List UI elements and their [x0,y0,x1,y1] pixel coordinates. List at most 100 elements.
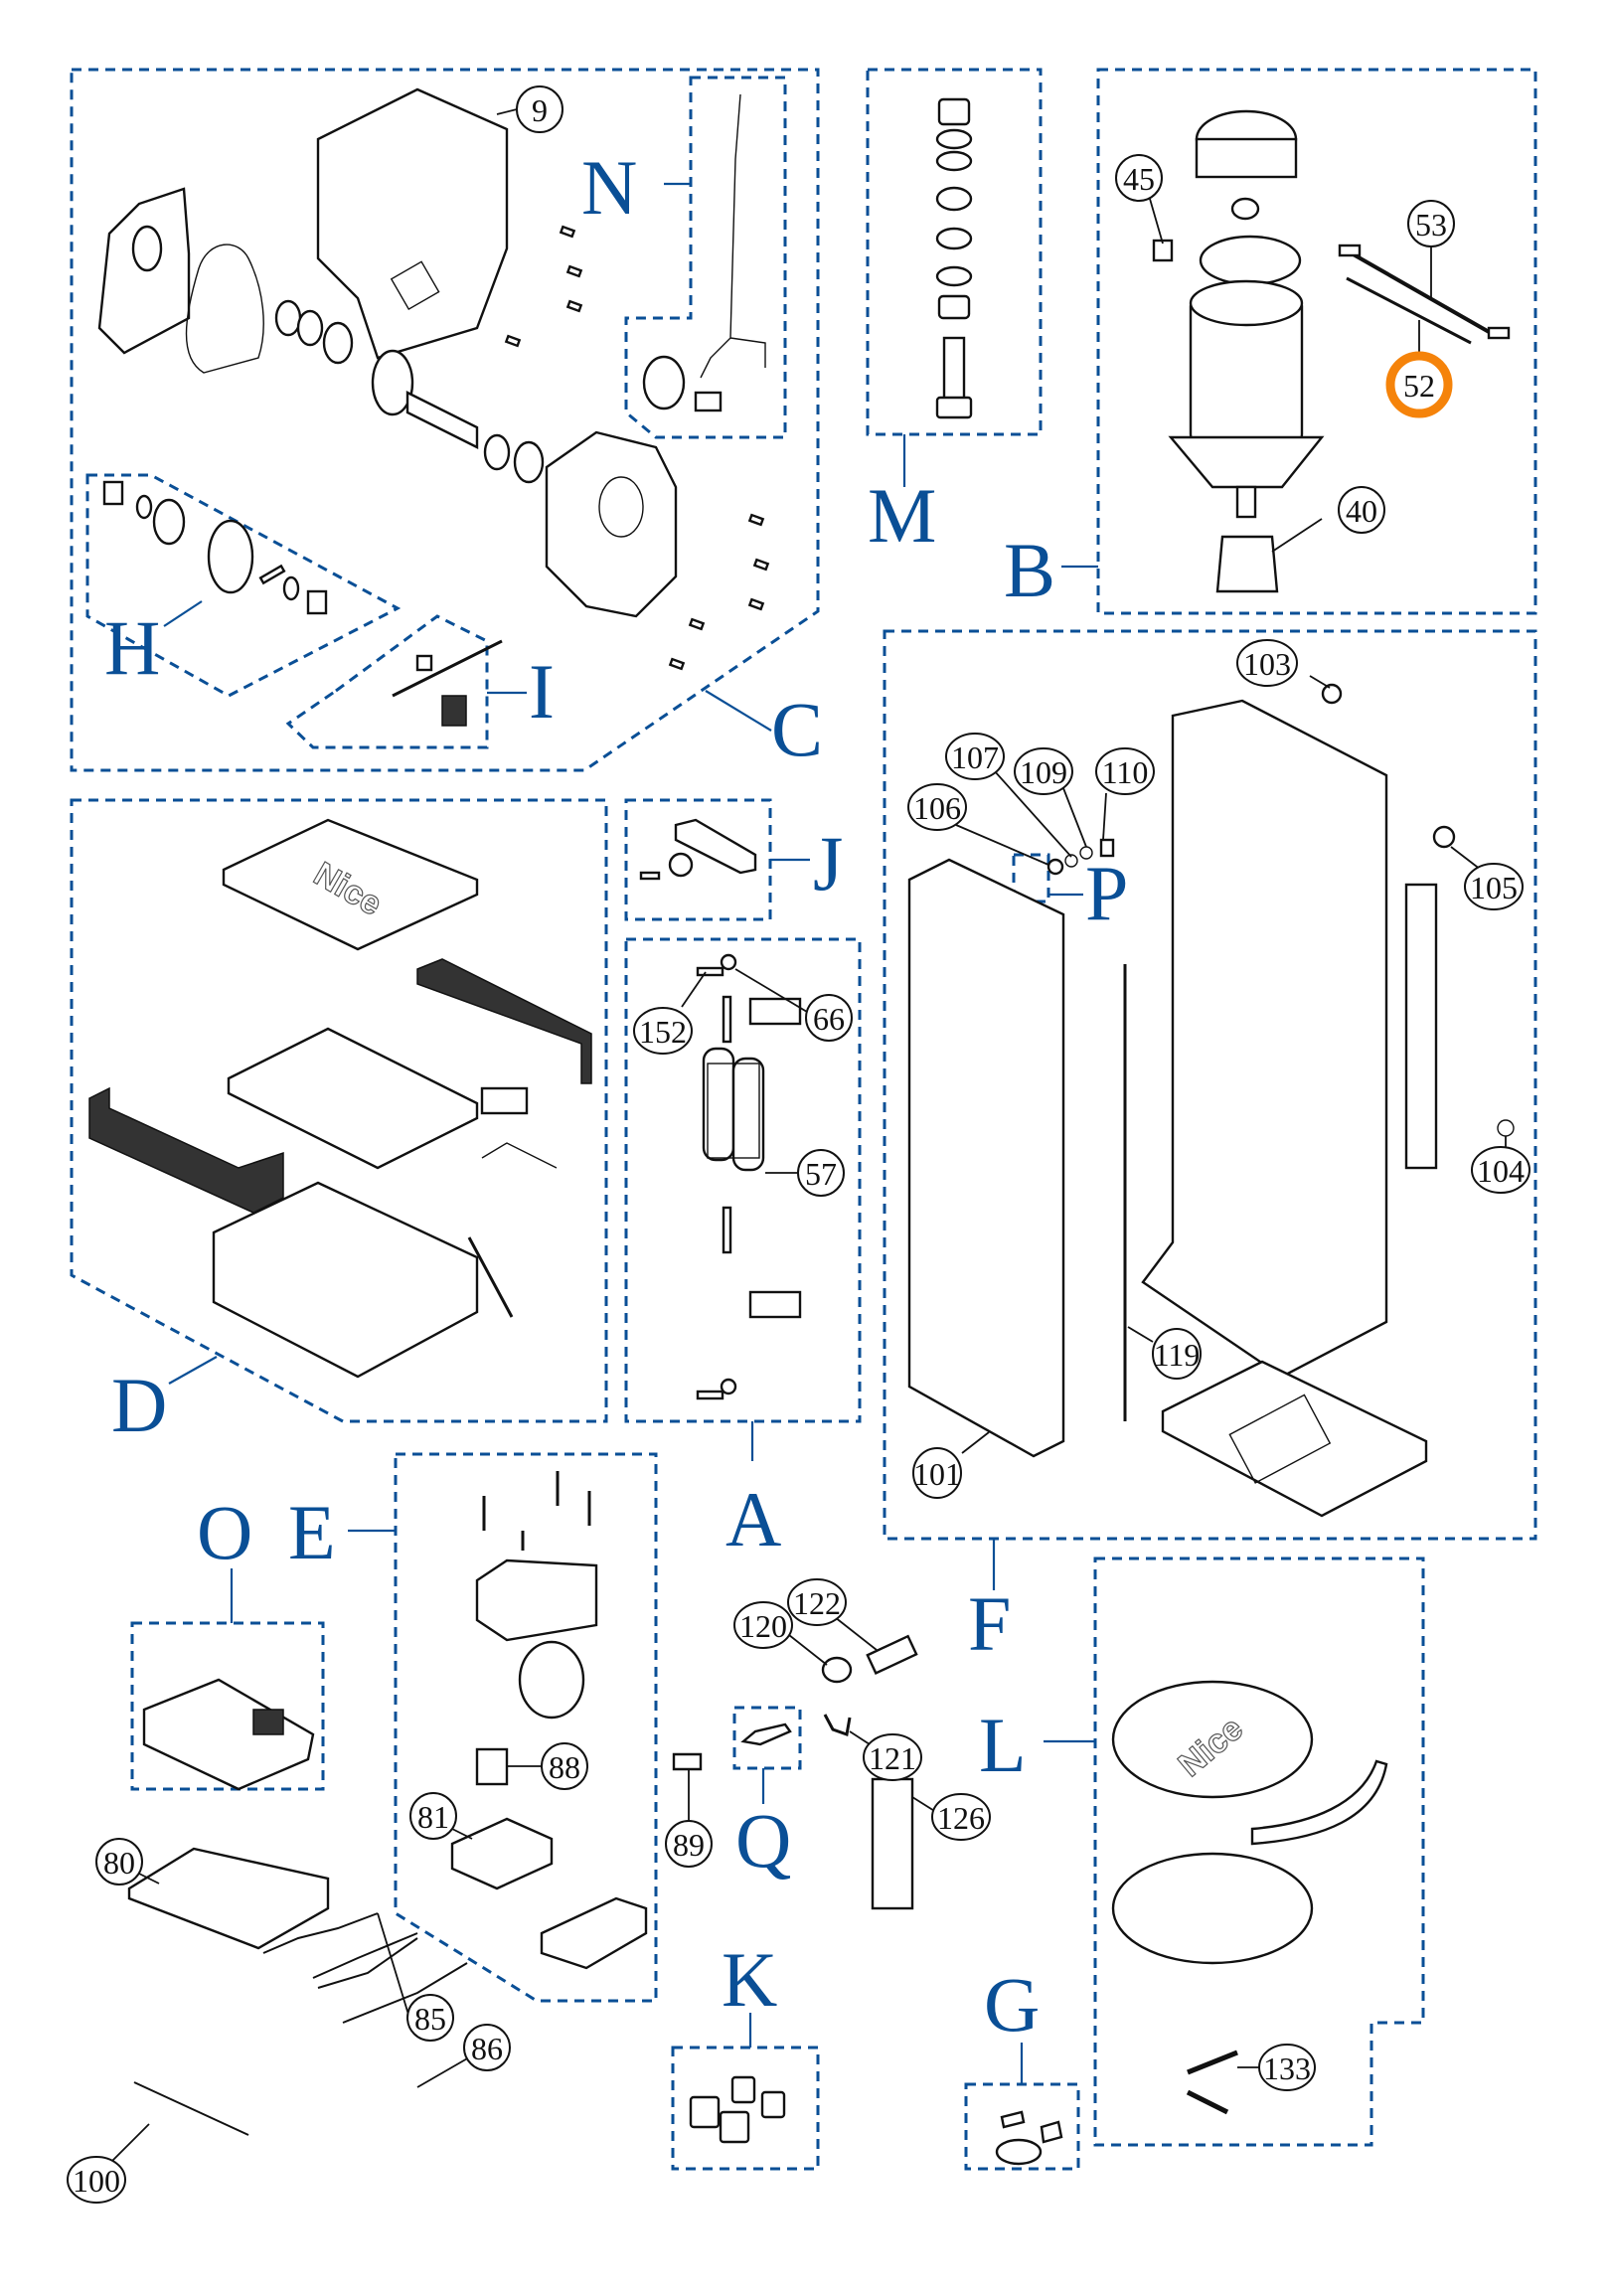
callout-110[interactable]: 110 [1095,747,1155,841]
callout-126[interactable]: 126 [911,1793,991,1841]
ring-104[interactable] [1497,1119,1515,1137]
top-cover-lid[interactable] [222,818,479,951]
lock-cylinder-120[interactable] [821,1656,853,1684]
control-board-mount-80[interactable] [127,1847,330,1950]
group-box-l[interactable] [1093,1557,1425,2147]
side-trim-right[interactable] [416,958,592,1084]
washer-107[interactable] [1064,854,1078,868]
callout-52[interactable]: 52 [1385,320,1453,418]
group-box-i[interactable] [285,614,489,749]
callout-109[interactable]: 109 [1014,747,1087,848]
top-gasket-frame[interactable] [227,1027,479,1170]
group-box-o[interactable] [130,1621,325,1791]
callout-122[interactable]: 122 [787,1578,878,1651]
group-box-m[interactable] [866,68,1043,436]
transformer-box[interactable] [475,1558,598,1642]
group-box-a[interactable] [624,937,862,1423]
ground-lead-100[interactable] [133,2081,249,2136]
harness-wire[interactable] [700,93,766,379]
group-box-q[interactable] [732,1706,802,1770]
cable-extra[interactable] [342,1962,468,2024]
callout-105[interactable]: 105 [1450,846,1524,910]
callout-89[interactable]: 89 [665,1769,713,1868]
callout-104[interactable]: 104 [1471,1136,1530,1194]
terminal-cover[interactable] [540,1896,648,1970]
base-plate-gasket[interactable] [1161,1360,1428,1518]
callout-103[interactable]: 103 [1236,639,1331,689]
front-door-101[interactable] [907,858,1065,1458]
bracket-screw[interactable] [639,871,661,881]
callout-100[interactable]: 100 [67,2123,150,2204]
group-box-p[interactable] [1012,853,1050,903]
callout-80[interactable]: 80 [95,1838,160,1886]
callout-133[interactable]: 133 [1237,2044,1316,2091]
hex-nut[interactable] [937,97,971,126]
spring-coil-2[interactable] [731,1057,765,1172]
callout-107[interactable]: 107 [945,733,1072,858]
plug-105[interactable] [1432,825,1456,849]
cap-103[interactable] [1321,683,1343,705]
spring-bracket-lower[interactable] [748,1290,802,1319]
seal-3[interactable] [483,433,511,471]
bracket-k-3[interactable] [719,2110,750,2144]
spring-bolt-152[interactable] [696,966,724,977]
spring-rod-top[interactable] [722,995,732,1044]
control-unit-o[interactable] [142,1678,315,1791]
rod-end-bottom[interactable] [720,1378,737,1395]
gear-seal[interactable] [135,494,153,520]
callout-106[interactable]: 106 [907,783,1049,866]
group-box-c[interactable] [70,68,820,772]
gear-bracket-1[interactable] [102,480,124,506]
side-trim-left[interactable] [88,1086,284,1214]
group-box-d[interactable] [70,798,608,1423]
shaft-seal-2[interactable] [296,309,324,347]
callout-57[interactable]: 57 [765,1149,845,1197]
rod-end-top[interactable] [720,953,737,971]
connector-88[interactable] [475,1747,509,1786]
group-box-n[interactable] [624,76,787,439]
group-box-b[interactable] [1096,68,1537,615]
spring-rod-bottom[interactable] [722,1206,732,1254]
antenna-cap[interactable] [1040,2120,1063,2144]
brush-holder-plate[interactable] [1199,235,1302,286]
callout-85[interactable]: 85 [377,1912,454,2042]
mounting-plate-9[interactable] [316,87,509,360]
bracket-k-2[interactable] [730,2075,756,2104]
brush-lead-53[interactable] [1351,251,1492,335]
callout-88[interactable]: 88 [507,1742,588,1790]
cable-86[interactable] [312,1932,418,1989]
bracket-k-4[interactable] [760,2090,786,2119]
tab-washer[interactable] [935,150,973,172]
callout-40[interactable]: 40 [1271,486,1385,553]
antenna-clip[interactable] [1000,2110,1026,2129]
antenna-base[interactable] [995,2138,1043,2166]
limit-switch-disk[interactable] [642,355,686,410]
limit-switch-cam[interactable] [694,391,723,412]
lock-cylinder-106[interactable] [1046,858,1064,876]
lamp-cover[interactable] [1111,1680,1314,1799]
lock-barrel-122[interactable] [866,1634,918,1675]
callout-101[interactable]: 101 [912,1431,990,1499]
callout-45[interactable]: 45 [1115,154,1164,245]
flange-nut[interactable] [937,294,971,320]
serrated-washer[interactable] [935,227,973,250]
callout-66[interactable]: 66 [734,968,853,1042]
bracket-arm[interactable] [674,818,757,875]
cable-tie[interactable] [467,1236,514,1318]
encoder-gear[interactable] [441,695,467,727]
cover-bracket[interactable] [480,1086,529,1115]
board-tray-81[interactable] [450,1817,554,1890]
lamp-lens-arc[interactable] [1250,1759,1388,1846]
gear-seal-2[interactable] [282,575,300,601]
large-gear[interactable] [207,519,254,594]
callout-119[interactable]: 119 [1127,1326,1202,1380]
bearing-2[interactable] [513,440,545,484]
pinion-gear[interactable] [152,498,186,546]
group-box-e[interactable] [394,1452,658,2003]
group-box-f[interactable] [883,629,1537,1541]
callout-152[interactable]: 152 [633,971,707,1055]
gearbox-housing[interactable] [545,430,678,618]
fuse-133-a[interactable] [1187,2050,1238,2075]
bracket-k-1[interactable] [689,2095,721,2129]
group-box-h[interactable] [85,473,402,698]
